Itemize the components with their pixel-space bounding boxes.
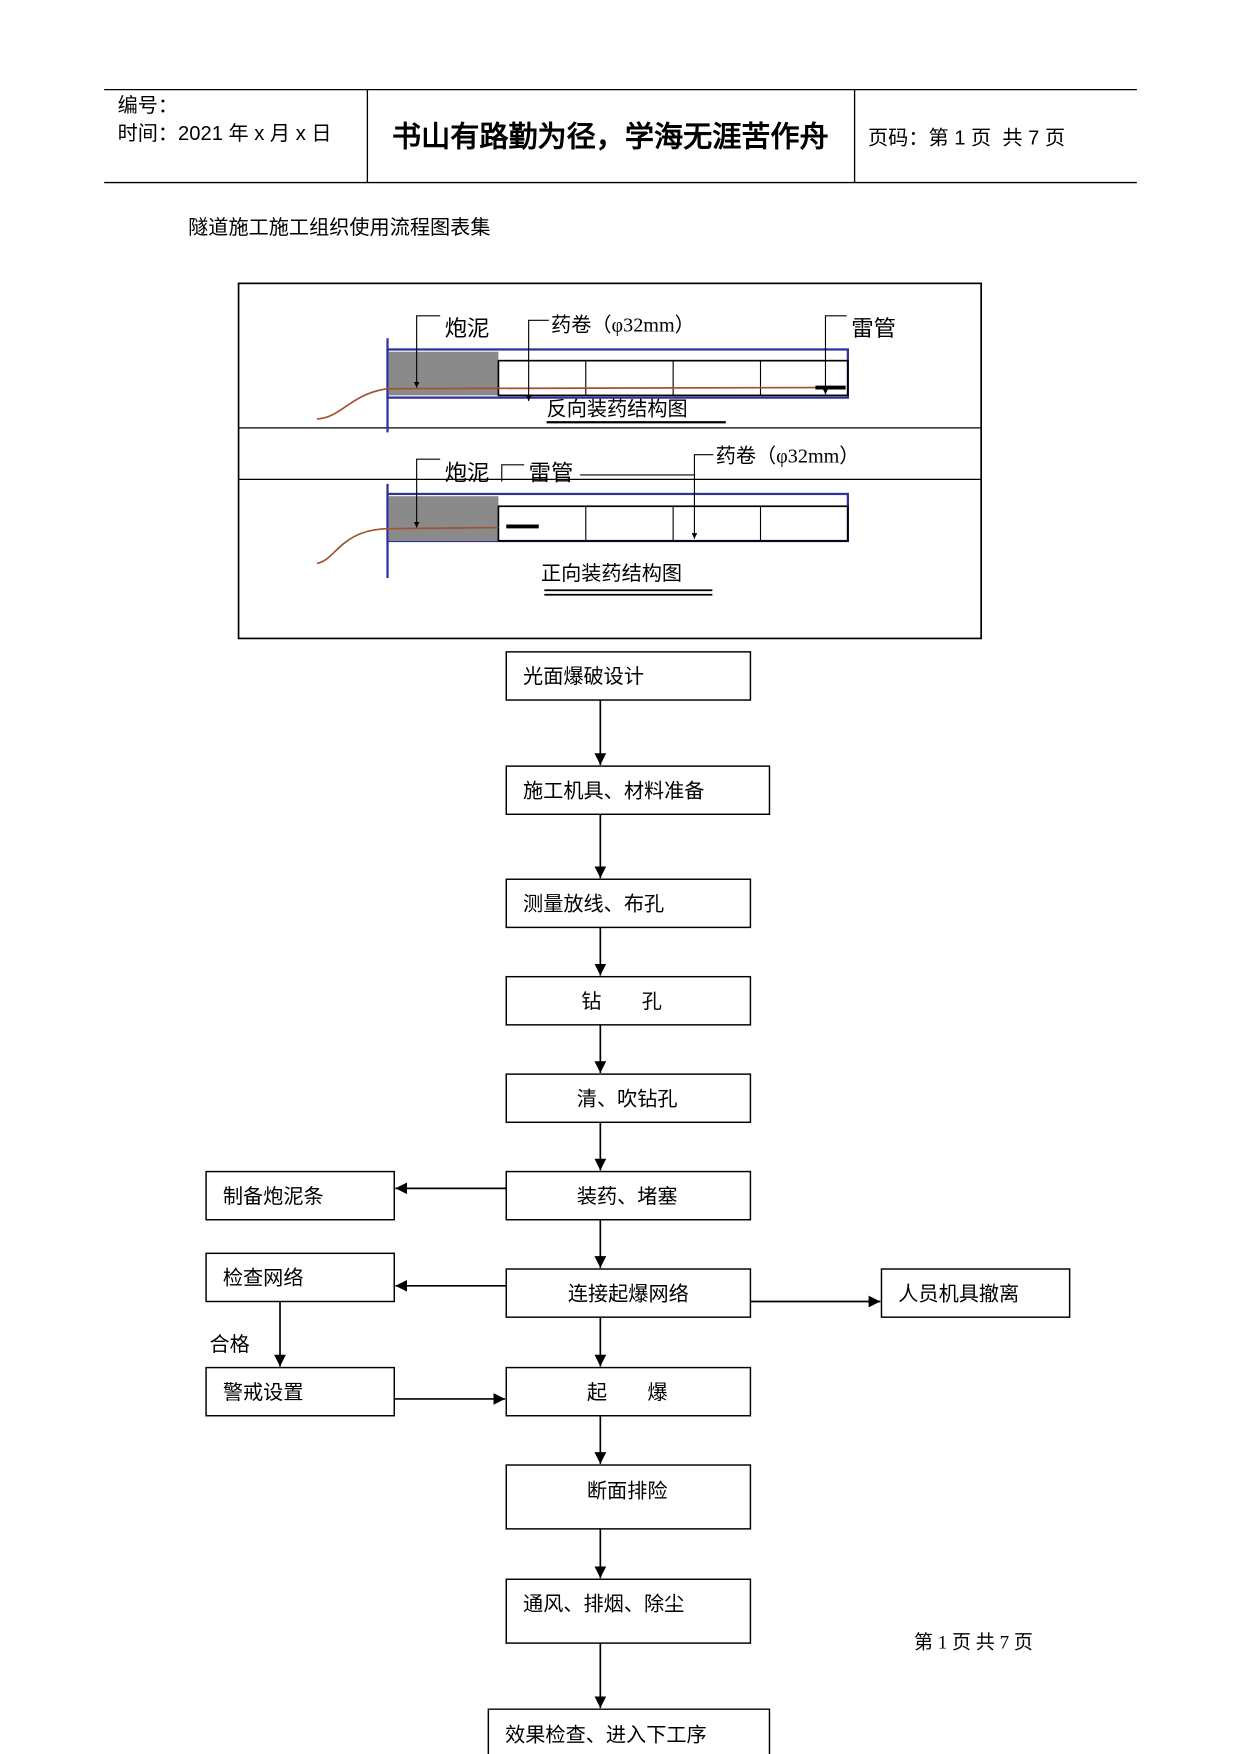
- header-date-label: 时间：2021 年 x 月 x 日: [118, 122, 332, 145]
- flow-step-box: [205, 1366, 395, 1417]
- label-cartridge: 药卷（φ32mm）: [716, 445, 860, 468]
- flow-step-label: 清、吹钻孔: [577, 1087, 678, 1110]
- flow-step: 起 爆: [505, 1366, 752, 1417]
- flow-step-label: 制备炮泥条: [223, 1185, 324, 1208]
- footer-page-number: 第 1 页 共 7 页: [914, 1632, 1033, 1654]
- flow-step-box: [487, 1708, 771, 1754]
- blasting-flowchart: 光面爆破设计 施工机具、材料准备 测量放线、布孔 钻 孔 清、吹钻孔 装药、堵塞…: [205, 651, 1071, 1754]
- flow-step: 效果检查、进入下工序: [487, 1708, 771, 1754]
- label-detonator: 雷管: [529, 461, 574, 486]
- document-header: 编号： 时间：2021 年 x 月 x 日 书山有路勤为径，学海无涯苦作舟 页码…: [104, 88, 1137, 184]
- flow-step-label: 装药、堵塞: [577, 1185, 678, 1208]
- flow-step-label: 钻 孔: [581, 990, 662, 1013]
- flow-step-box: [505, 975, 752, 1026]
- pass-label: 合格: [209, 1333, 249, 1356]
- document-title: 隧道施工施工组织使用流程图表集: [188, 216, 490, 239]
- cartridge-pointer: [525, 319, 549, 401]
- flow-step-label: 检查网络: [223, 1267, 304, 1290]
- detonator-pointer: [501, 464, 525, 482]
- detonating-fuse: [316, 526, 499, 565]
- side-step-set-guard: 警戒设置: [205, 1366, 395, 1417]
- flow-step: 测量放线、布孔: [505, 878, 752, 929]
- flow-step: 断面排险: [505, 1464, 752, 1530]
- flow-step-label: 效果检查、进入下工序: [505, 1724, 707, 1747]
- flow-step-label: 施工机具、材料准备: [523, 779, 704, 802]
- flow-step-label: 人员机具撤离: [898, 1282, 1019, 1305]
- flow-step-box: [505, 1464, 752, 1530]
- flow-step: 连接起爆网络: [505, 1268, 752, 1318]
- flow-step-box: [205, 1170, 395, 1221]
- label-stemming: 炮泥: [445, 461, 490, 486]
- cartridge-pointer: [691, 454, 714, 539]
- caption-forward-charging: 正向装药结构图: [541, 562, 682, 585]
- forward-charging-figure: 炮泥 雷管 药卷（φ32mm） 正向装药结构图: [316, 445, 860, 596]
- side-step-check-network: 检查网络: [205, 1252, 395, 1303]
- header-motto: 书山有路勤为径，学海无涯苦作舟: [392, 120, 829, 154]
- flow-step-label: 测量放线、布孔: [523, 893, 664, 916]
- label-cartridge: 药卷（φ32mm）: [551, 314, 695, 337]
- side-step-prepare-stemming: 制备炮泥条: [205, 1170, 395, 1221]
- stemming-pointer: [413, 315, 441, 388]
- reverse-charging-figure: 炮泥 药卷（φ32mm） 雷管 反向装药结构图: [316, 314, 896, 433]
- flow-step-box: [205, 1252, 395, 1303]
- flow-step-box: [505, 1366, 752, 1417]
- stemming-pointer: [413, 458, 441, 528]
- flow-step: 清、吹钻孔: [505, 1073, 752, 1124]
- flow-step: 光面爆破设计: [505, 651, 752, 701]
- stemming-block: [388, 496, 499, 541]
- header-page-label: 页码：第 1 页 共 7 页: [868, 126, 1065, 149]
- flow-step-box: [505, 878, 752, 929]
- flow-step-box: [505, 1073, 752, 1124]
- flow-step-label: 起 爆: [587, 1381, 668, 1404]
- flow-step-box: [505, 1268, 752, 1318]
- flow-step-box: [505, 765, 771, 816]
- detonator-pointer: [822, 315, 847, 395]
- diagram-frame: [237, 282, 982, 640]
- flow-step-label: 连接起爆网络: [568, 1282, 689, 1305]
- flow-step-label: 警戒设置: [223, 1381, 304, 1404]
- flow-step: 钻 孔: [505, 975, 752, 1026]
- flow-step-box: [505, 651, 752, 701]
- side-step-evacuate: 人员机具撤离: [880, 1268, 1071, 1318]
- flow-step-box: [505, 1170, 752, 1221]
- charging-structure-diagram: 炮泥 药卷（φ32mm） 雷管 反向装药结构图 炮泥 雷管: [237, 282, 982, 640]
- flow-step-label: 光面爆破设计: [523, 665, 644, 688]
- flow-step: 通风、排烟、除尘: [505, 1578, 752, 1644]
- flow-step-box: [505, 1578, 752, 1644]
- flow-step-label: 通风、排烟、除尘: [523, 1593, 684, 1616]
- detonating-fuse: [316, 386, 816, 420]
- flow-step-box: [880, 1268, 1071, 1318]
- flow-step-label: 断面排险: [587, 1480, 668, 1503]
- flow-step: 施工机具、材料准备: [505, 765, 771, 816]
- header-number-label: 编号：: [118, 94, 178, 117]
- label-detonator: 雷管: [851, 316, 896, 341]
- flow-step: 装药、堵塞: [505, 1170, 752, 1221]
- label-stemming: 炮泥: [445, 316, 490, 341]
- caption-reverse-charging: 反向装药结构图: [547, 398, 688, 421]
